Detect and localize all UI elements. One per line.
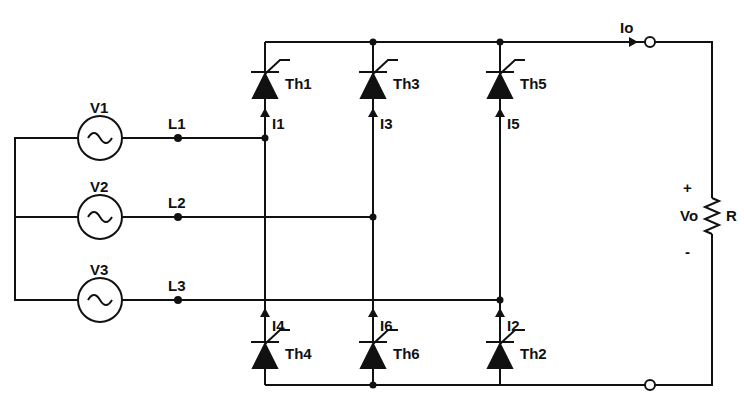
ac-source: [78, 195, 122, 239]
thyristor-symbol: [486, 60, 525, 98]
voltage-label: V2: [90, 179, 108, 194]
voltage-label: V3: [90, 262, 108, 277]
thyristor-symbol: [251, 60, 290, 98]
current-label: I4: [272, 318, 285, 333]
thyristor-label: Th4: [285, 346, 312, 361]
line-label: L1: [168, 116, 186, 131]
current-label: Io: [620, 20, 633, 35]
current-label: I6: [380, 318, 393, 333]
line-label: L3: [168, 278, 186, 293]
voltage-label: Vo: [680, 208, 698, 223]
thyristor-label: Th2: [520, 346, 547, 361]
thyristor-label: Th1: [285, 76, 312, 91]
thyristor-symbol: [359, 330, 398, 368]
thyristor-symbol: [359, 60, 398, 98]
current-label: I1: [272, 116, 285, 131]
polarity-sign: -: [685, 244, 690, 259]
current-label: I2: [507, 318, 520, 333]
line-label: L2: [168, 195, 186, 210]
ac-source: [78, 116, 122, 160]
thyristor-label: Th3: [393, 76, 420, 91]
current-label: I3: [380, 116, 393, 131]
voltage-label: V1: [90, 100, 108, 115]
thyristor-label: Th5: [520, 76, 547, 91]
resistor-label: R: [726, 208, 737, 223]
thyristor-label: Th6: [393, 346, 420, 361]
ac-source: [78, 278, 122, 322]
thyristor-symbol: [486, 330, 525, 368]
thyristor-symbol: [251, 330, 290, 368]
current-label: I5: [507, 116, 520, 131]
polarity-sign: +: [683, 180, 692, 195]
